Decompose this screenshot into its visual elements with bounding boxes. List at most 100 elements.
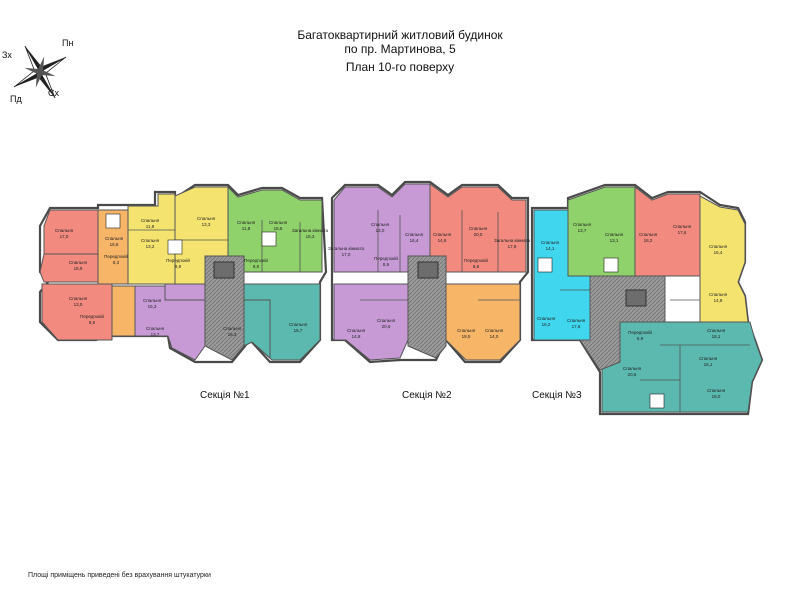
room-name-label: Спальня xyxy=(141,218,160,223)
room-area-label: 17,0 xyxy=(342,252,351,257)
room-s1-purple-hall xyxy=(164,283,206,301)
room-name-label: Загальна кімната xyxy=(292,228,328,233)
room-area-label: 16,6 xyxy=(110,242,119,247)
room-area-label: 18,5 xyxy=(274,226,283,231)
room-area-label: 11,8 xyxy=(146,224,155,229)
room-name-label: Спальня xyxy=(371,222,390,227)
room-area-label: 17,6 xyxy=(678,230,687,235)
room-area-label: 16,4 xyxy=(714,250,723,255)
room-area-label: 13,1 xyxy=(610,238,619,243)
compass-west-label: Зх xyxy=(2,50,12,60)
room-name-label: Спальня xyxy=(567,318,586,323)
lift-s2 xyxy=(417,261,439,279)
section-1-label: Секція №1 xyxy=(200,390,250,401)
section-3-label: Секція №3 xyxy=(532,390,582,401)
room-name-label: Спальня xyxy=(699,356,718,361)
room-area-label: 8,9 xyxy=(383,262,390,267)
room-area-label: 11,8 xyxy=(242,226,251,231)
room-area-label: 18,9 xyxy=(74,266,83,271)
apartment-s2-purple-bottom xyxy=(333,283,409,361)
room-name-label: Спальня xyxy=(69,260,88,265)
room-name-label: Спальня xyxy=(347,328,366,333)
room-area-label: 18,3 xyxy=(306,234,315,239)
room-name-label: Спальня xyxy=(639,232,658,237)
room-name-label: Спальня xyxy=(605,232,624,237)
room-area-label: 14,9 xyxy=(352,334,361,339)
room-name-label: Спальня xyxy=(457,328,476,333)
room-name-label: Спальня xyxy=(673,224,692,229)
room-name-label: Передпокій xyxy=(244,257,268,263)
room-area-label: 16,2 xyxy=(542,322,551,327)
room-name-label: Спальня xyxy=(141,238,160,243)
room-area-label: 14,8 xyxy=(714,298,723,303)
room-area-label: 5,9 xyxy=(637,336,644,341)
room-name-label: Передпокій xyxy=(628,329,652,335)
room-area-label: 8,5 xyxy=(89,320,96,325)
room-area-label: 8,8 xyxy=(473,264,480,269)
room-name-label: Спальня xyxy=(55,228,74,233)
room-area-label: 18,1 xyxy=(704,362,713,367)
lift-s3 xyxy=(625,289,647,307)
room-area-label: 13,3 xyxy=(202,222,211,227)
room-name-label: Передпокій xyxy=(374,255,398,261)
room-area-label: 18,1 xyxy=(712,334,721,339)
room-name-label: Спальня xyxy=(707,388,726,393)
room-name-label: Спальня xyxy=(709,292,728,297)
room-name-label: Спальня xyxy=(541,240,560,245)
core-s1 xyxy=(204,255,245,361)
room-area-label: 14,8 xyxy=(438,238,447,243)
room-area-label: 20,6 xyxy=(628,372,637,377)
room-name-label: Спальня xyxy=(623,366,642,371)
room-area-label: 20,0 xyxy=(474,232,483,237)
apartment-s1-orange-top xyxy=(97,209,129,285)
core-s2 xyxy=(407,255,447,359)
footnote: Площі приміщень приведені без врахування… xyxy=(28,572,211,579)
compass-south-label: Пд xyxy=(10,94,22,104)
compass-north-label: Пн xyxy=(62,38,74,48)
room-area-label: 8,3 xyxy=(113,260,120,265)
room-area-label: 15,3 xyxy=(148,304,157,309)
room-area-label: 14,0 xyxy=(490,334,499,339)
compass-east-label: Сх xyxy=(48,88,59,98)
room-name-label: Спальня xyxy=(709,244,728,249)
apartment-s3-teal xyxy=(601,321,763,413)
room-name-label: Спальня xyxy=(433,232,452,237)
room-area-label: 17,6 xyxy=(572,324,581,329)
room-name-label: Спальня xyxy=(223,326,242,331)
room-area-label: 18,2 xyxy=(644,238,653,243)
room-area-label: 15,7 xyxy=(294,328,303,333)
page-title-line1: Багатоквартирний житловий будинок xyxy=(297,28,503,42)
room-area-label: 13,2 xyxy=(146,244,155,249)
room-name-label: Спальня xyxy=(269,220,288,225)
room-area-label: 13,0 xyxy=(376,228,385,233)
apartment-s1-red-bottom xyxy=(41,283,113,341)
apartment-s1-yellow xyxy=(127,193,176,285)
apartment-s2-purple-top xyxy=(333,183,431,273)
room-area-label: 17,0 xyxy=(60,234,69,239)
room-area-label: 18,0 xyxy=(712,394,721,399)
room-name-label: Спальня xyxy=(707,328,726,333)
room-name-label: Спальня xyxy=(485,328,504,333)
room-area-label: 16,4 xyxy=(410,238,419,243)
room-name-label: Спальня xyxy=(289,322,308,327)
compass-star-icon xyxy=(13,45,67,99)
room-name-label: Спальня xyxy=(197,216,216,221)
room-name-label: Спальня xyxy=(573,222,592,227)
room-area-label: 13,0 xyxy=(74,302,83,307)
page-title-line2: по пр. Мартинова, 5 xyxy=(344,42,456,56)
room-name-label: Передпокій xyxy=(166,257,190,263)
room-name-label: Спальня xyxy=(105,236,124,241)
room-name-label: Спальня xyxy=(537,316,556,321)
room-name-label: Загальна кімната xyxy=(328,246,364,251)
room-area-label: 14,1 xyxy=(546,246,555,251)
room-area-label: 20,6 xyxy=(382,324,391,329)
room-area-label: 13,7 xyxy=(578,228,587,233)
room-name-label: Спальня xyxy=(405,232,424,237)
room-name-label: Спальня xyxy=(237,220,256,225)
room-name-label: Загальна кімната xyxy=(494,238,530,243)
room-name-label: Передпокій xyxy=(80,313,104,319)
room-s1-orange-bottom xyxy=(111,285,136,337)
room-name-label: Спальня xyxy=(143,298,162,303)
compass-rose: Пн Зх Пд Сх xyxy=(2,38,82,104)
